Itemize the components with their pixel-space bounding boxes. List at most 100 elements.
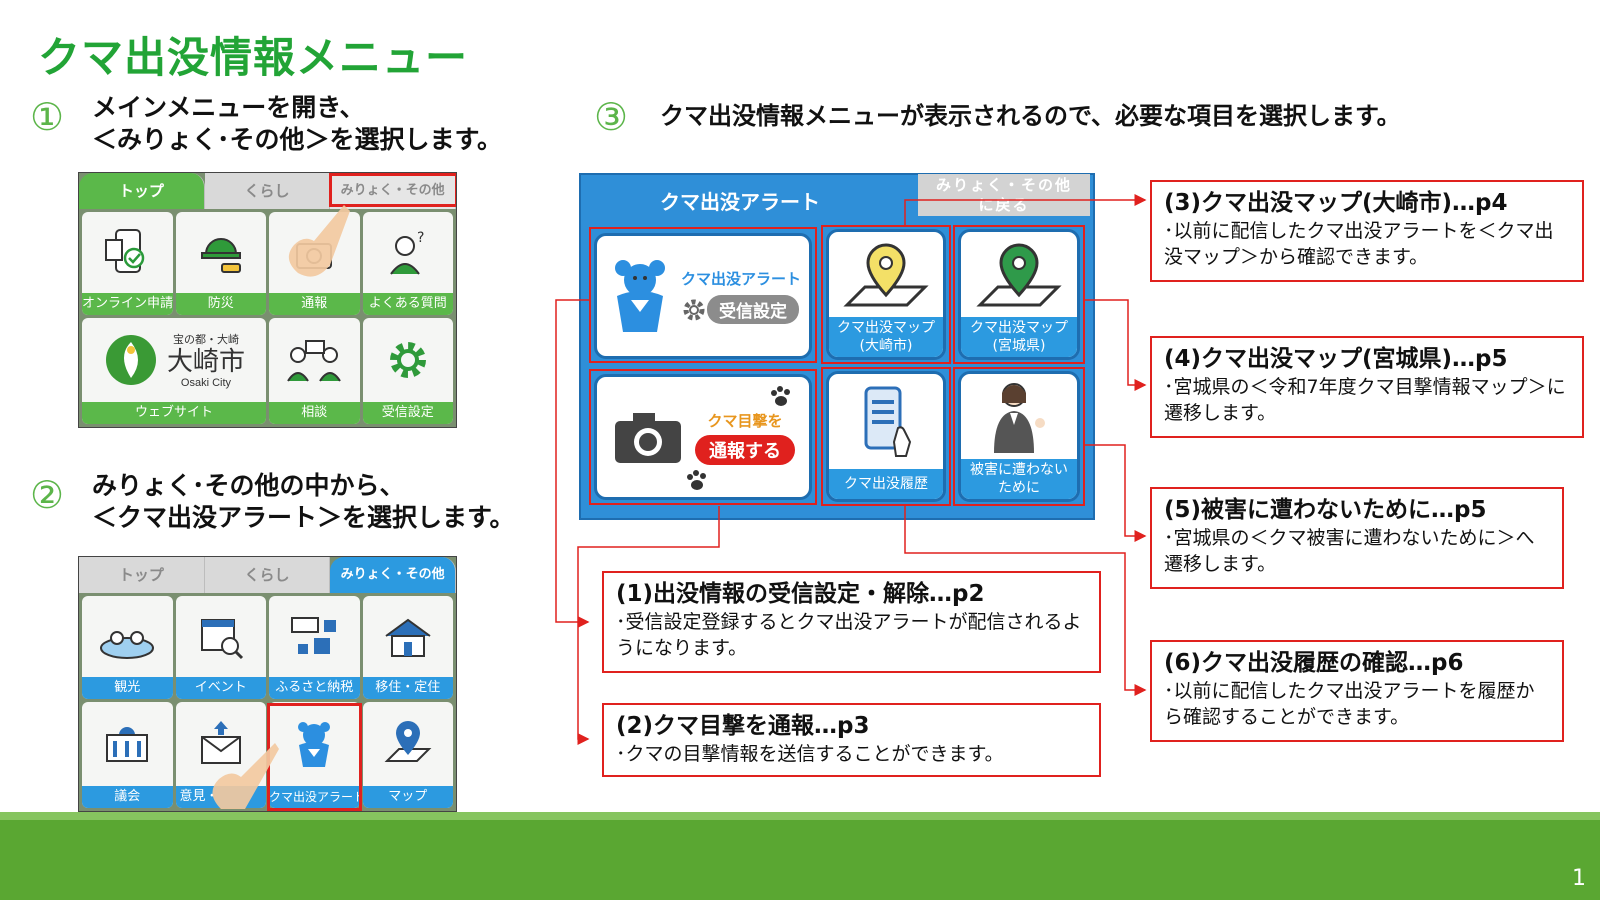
callout-map-osaki: (3)クマ出没マップ(大崎市)…p4 ･以前に配信したクマ出没アラートを＜クマ出… <box>1150 180 1584 282</box>
label-line1: クマ出没マップ <box>970 320 1068 336</box>
callout-heading: (1)出没情報の受信設定・解除…p2 <box>616 581 985 607</box>
tab-kurashi[interactable]: くらし <box>204 173 331 209</box>
tab-kurashi[interactable]: くらし <box>204 557 331 593</box>
step-3-instruction: クマ出没情報メニューが表示されるので、必要な項目を選択します。 <box>660 102 1401 130</box>
step-1-instruction: メインメニューを開き、 ＜みりょく･その他＞を選択します。 <box>92 92 502 156</box>
smartphone-check-icon <box>105 228 145 273</box>
tile-bear-alert[interactable]: クマ出没アラート <box>269 702 360 808</box>
label-line1: クマ出没マップ <box>837 320 935 336</box>
step-3-number: ③ <box>593 95 629 139</box>
main-menu-grid: オンライン申請 防災 通報 ? よくある質問 宝の都・大崎 大崎市 Osaki … <box>79 209 456 427</box>
prevent-damage-tile[interactable]: 被害に遭わない ために <box>958 371 1080 502</box>
tab-top[interactable]: トップ <box>79 173 205 209</box>
tile-label: マップ <box>362 786 453 808</box>
label-line2: ために <box>998 480 1040 496</box>
tile-website[interactable]: 宝の都・大崎 大崎市 Osaki City ウェブサイト <box>82 318 266 424</box>
tile-consultation[interactable]: 相談 <box>269 318 360 424</box>
tap-hand-icon <box>288 205 350 277</box>
highlight-map-miyagi <box>953 225 1085 364</box>
label-line2: (大崎市) <box>859 338 913 354</box>
back-button-line2: に戻る <box>978 196 1030 214</box>
miryoku-menu-screen: トップ くらし みりょく・その他 観光 イベント ふるさと納税 移住・定住 議会… <box>78 556 457 812</box>
tab-miryoku-other[interactable]: みりょく・その他 <box>330 557 456 593</box>
tile-furusato-tax[interactable]: ふるさと納税 <box>269 596 360 699</box>
callout-history: (6)クマ出没履歴の確認…p6 ･以前に配信したクマ出没アラートを履歴から確認す… <box>1150 640 1564 742</box>
report-tile-caption: クマ目撃を <box>707 411 783 430</box>
prevent-damage-label: 被害に遭わない ために <box>961 459 1077 499</box>
map-pin-icon <box>843 243 929 306</box>
step-2-instruction: みりょく･その他の中から、 ＜クマ出没アラート＞を選択します。 <box>92 470 515 534</box>
tile-receive-settings[interactable]: 受信設定 <box>362 318 453 424</box>
highlight-prevent-damage <box>953 367 1085 506</box>
calendar-search-icon <box>200 618 243 659</box>
bear-history-label: クマ出没履歴 <box>829 469 943 499</box>
tile-label: 議会 <box>82 786 173 808</box>
tile-label: 防災 <box>175 293 266 315</box>
callout-receive-settings: (1)出没情報の受信設定・解除…p2 ･受信設定登録するとクマ出没アラートが配信… <box>602 571 1101 673</box>
tap-hand-icon <box>212 743 279 809</box>
callout-heading: (5)被害に遭わないために…p5 <box>1164 497 1487 523</box>
map-pin-icon <box>384 721 432 762</box>
logo-tagline: 宝の都・大崎 <box>172 333 239 346</box>
callout-heading: (2)クマ目撃を通報…p3 <box>616 713 870 739</box>
bear-map-miyagi-label: クマ出没マップ (宮城県) <box>961 317 1077 357</box>
tile-sightseeing[interactable]: 観光 <box>82 596 173 699</box>
tile-events[interactable]: イベント <box>175 596 266 699</box>
step-1-line1: メインメニューを開き、 <box>92 93 365 122</box>
footer-bar <box>0 812 1600 900</box>
paw-print-icon <box>771 386 790 406</box>
label-line1: 被害に遭わない <box>970 462 1068 478</box>
guide-woman-icon <box>994 382 1045 453</box>
callout-description: ･以前に配信したクマ出没アラートを履歴から確認することができます。 <box>1164 680 1535 728</box>
callout-description: ･クマの目撃情報を送信することができます。 <box>616 743 1004 765</box>
callout-heading: (6)クマ出没履歴の確認…p6 <box>1164 650 1464 676</box>
tile-online-application[interactable]: オンライン申請 <box>82 212 173 315</box>
bear-icon <box>298 722 331 767</box>
highlight-map-osaki <box>821 225 951 364</box>
main-menu-tabs: トップ くらし みりょく・その他 <box>79 173 456 209</box>
tile-relocation[interactable]: 移住・定住 <box>362 596 453 699</box>
bear-alert-menu-title: クマ出没アラート <box>660 190 820 214</box>
highlight-tab-miryoku <box>329 173 456 207</box>
osaki-city-logo-icon <box>105 335 156 385</box>
highlight-receive-settings <box>589 227 817 363</box>
callout-map-miyagi: (4)クマ出没マップ(宮城県)…p5 ･宮城県の＜令和7年度クマ目撃情報マップ＞… <box>1150 336 1584 438</box>
hometown-tax-icon <box>291 616 337 654</box>
callout-heading: (4)クマ出没マップ(宮城県)…p5 <box>1164 346 1508 372</box>
highlight-bear-alert <box>267 703 362 811</box>
smartphone-list-icon <box>864 386 912 457</box>
tile-faq[interactable]: ? よくある質問 <box>362 212 453 315</box>
callout-prevent-damage: (5)被害に遭わないために…p5 ･宮城県の＜クマ被害に遭わないために＞へ遷移し… <box>1150 487 1564 589</box>
tile-label: ふるさと納税 <box>269 677 360 699</box>
report-button-label: 通報する <box>695 434 795 465</box>
tile-label: イベント <box>175 677 266 699</box>
tile-label: 通報 <box>269 293 360 315</box>
tab-miryoku-other[interactable]: みりょく・その他 <box>330 173 456 209</box>
tab-top[interactable]: トップ <box>79 557 205 593</box>
receive-settings-tile[interactable]: クマ出没アラート 受信設定 <box>594 233 812 359</box>
paw-print-icon <box>687 470 706 490</box>
tile-disaster-prevention[interactable]: 防災 <box>175 212 266 315</box>
tile-assembly[interactable]: 議会 <box>82 702 173 808</box>
bear-map-osaki-tile[interactable]: クマ出没マップ (大崎市) <box>826 229 946 360</box>
callout-description: ･宮城県の＜令和7年度クマ目撃情報マップ＞に遷移します。 <box>1164 376 1566 424</box>
step-2-number: ② <box>29 473 65 517</box>
tile-label: クマ出没アラート <box>269 786 360 808</box>
tile-label: ウェブサイト <box>82 402 266 424</box>
callout-report-sighting: (2)クマ目撃を通報…p3 ･クマの目撃情報を送信することができます。 <box>602 703 1101 777</box>
logo-city-name: 大崎市 <box>166 347 245 377</box>
house-icon <box>385 618 431 657</box>
callout-heading: (3)クマ出没マップ(大崎市)…p4 <box>1164 190 1508 216</box>
main-menu-screen: トップ くらし みりょく・その他 オンライン申請 防災 通報 ? よくある質問 … <box>78 172 457 428</box>
camera-icon <box>615 413 681 463</box>
bear-history-tile[interactable]: クマ出没履歴 <box>826 371 946 502</box>
back-to-miryoku-button[interactable]: みりょく・その他 に戻る <box>918 174 1090 216</box>
tile-label: 受信設定 <box>362 402 453 424</box>
bear-map-miyagi-tile[interactable]: クマ出没マップ (宮城県) <box>958 229 1080 360</box>
miryoku-menu-tabs: トップ くらし みりょく・その他 <box>79 557 456 593</box>
gear-icon <box>389 342 426 378</box>
tile-map[interactable]: マップ <box>362 702 453 808</box>
tile-label: オンライン申請 <box>82 293 173 315</box>
gear-icon <box>683 299 705 320</box>
hot-spring-icon <box>100 630 155 659</box>
